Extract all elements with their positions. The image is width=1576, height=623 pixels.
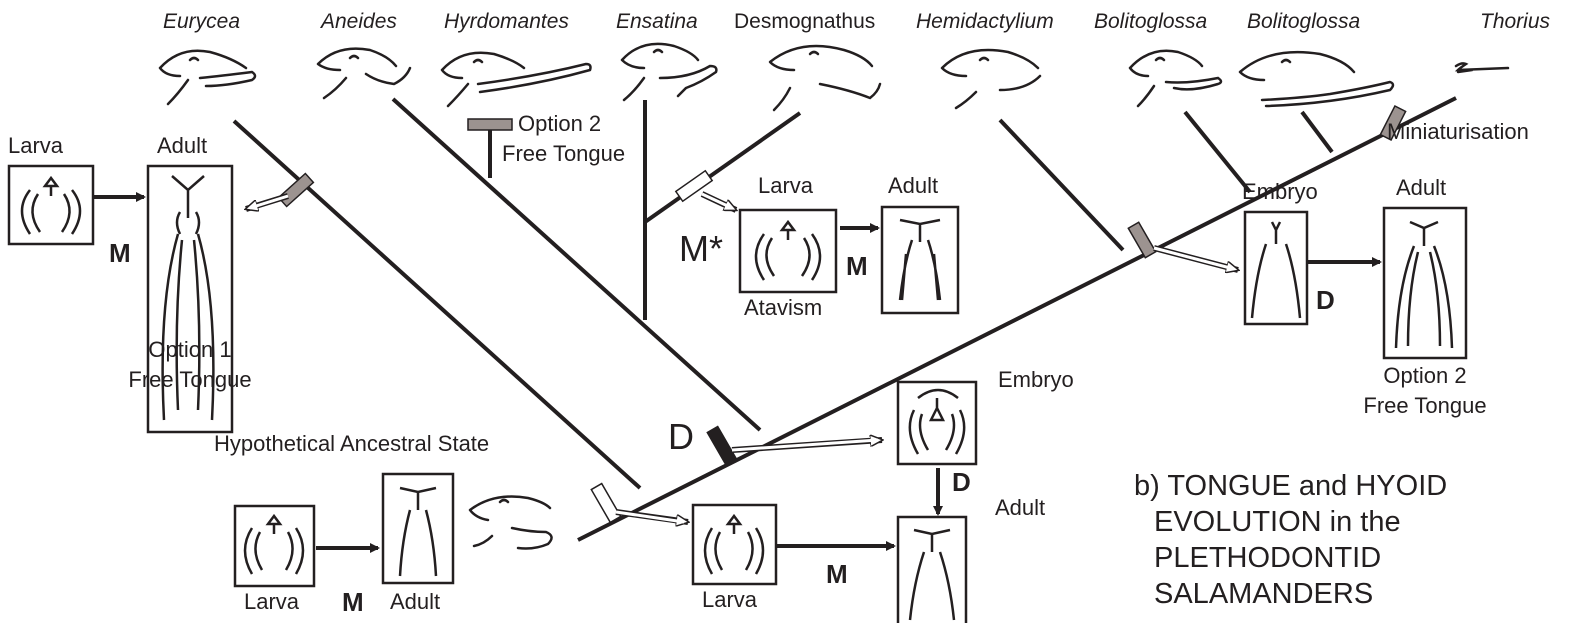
- box-adult-ancestral: [381, 472, 455, 585]
- label-free-tongue-right: Free Tongue: [1363, 393, 1487, 418]
- branch-desmognathus: [643, 111, 802, 224]
- taxon-label-hydromantes: Hyrdomantes: [444, 10, 569, 33]
- box-larva-bottom: [691, 503, 778, 586]
- bar-desmognathus: [674, 169, 714, 203]
- taxon-label-eurycea: Eurycea: [163, 10, 241, 33]
- bar-miniaturisation: [1379, 105, 1407, 141]
- taxon-label-hemidactylium: Hemidactylium: [916, 10, 1054, 33]
- taxon-label-aneides: Aneides: [321, 10, 397, 33]
- head-aneides-icon: [316, 47, 412, 100]
- label-free-tongue-1: Free Tongue: [128, 367, 252, 392]
- head-bolitoglossa-2-icon: [1238, 50, 1395, 108]
- head-hemidactylium-icon: [940, 48, 1042, 110]
- box-adult-desmognathus: [880, 205, 960, 315]
- taxon-label-ensatina: Ensatina: [616, 10, 698, 33]
- head-ensatina-icon: [620, 42, 718, 102]
- salamander-heads: [158, 42, 1510, 550]
- label-larva-topleft: Larva: [8, 133, 64, 158]
- label-miniaturisation: Miniaturisation: [1387, 119, 1529, 144]
- box-adult-topleft: [146, 164, 234, 434]
- label-d-bottom: D: [668, 416, 694, 457]
- caption-line-3: PLETHODONTID: [1154, 542, 1382, 574]
- label-m-ancestral: M: [342, 587, 364, 617]
- label-m-bottom: M: [826, 559, 848, 589]
- stage-arrows: [93, 192, 1382, 553]
- branch-aneides: [391, 97, 762, 432]
- label-adult-right: Adult: [1396, 175, 1447, 200]
- open-arrows-fill: [249, 192, 1235, 524]
- label-atavism: Atavism: [744, 295, 823, 320]
- label-m-star: M*: [679, 228, 723, 269]
- head-hydromantes-icon: [440, 51, 592, 108]
- label-d-vertical: D: [952, 467, 971, 497]
- label-adult-desmognathus: Adult: [888, 173, 939, 198]
- taxon-label-bolitoglossa-2: Bolitoglossa: [1247, 10, 1361, 33]
- label-option1: Option 1: [148, 337, 232, 362]
- label-d-right: D: [1316, 285, 1335, 315]
- label-adult-bottom: Adult: [995, 495, 1046, 520]
- taxon-label-bolitoglossa-1: Bolitoglossa: [1094, 10, 1208, 33]
- bar-embryo-direct: [1127, 221, 1157, 259]
- label-option2-hydromantes: Option 2: [518, 111, 602, 136]
- label-larva-bottom: Larva: [702, 587, 758, 612]
- label-hypothetical-ancestral-state: Hypothetical Ancestral State: [214, 431, 490, 456]
- box-embryo-right: [1243, 210, 1309, 326]
- bar-ancestral: [590, 482, 622, 524]
- label-option2-right: Option 2: [1383, 363, 1467, 388]
- caption-line-2: EVOLUTION in the: [1154, 506, 1401, 538]
- figure-caption: b) TONGUE and HYOID EVOLUTION in the PLE…: [1134, 468, 1447, 612]
- head-bolitoglossa-1-icon: [1128, 49, 1223, 108]
- box-larva-topleft: [7, 164, 95, 246]
- head-desmognathus-icon: [768, 44, 882, 112]
- label-free-tongue-hydromantes: Free Tongue: [502, 141, 626, 166]
- head-ancestral-icon: [468, 495, 553, 550]
- label-adult-topleft: Adult: [157, 133, 208, 158]
- label-larva-atavism: Larva: [758, 173, 814, 198]
- bar-d: [706, 425, 738, 467]
- caption-line-4: SALAMANDERS: [1154, 578, 1374, 610]
- box-adult-bottom: [896, 515, 968, 623]
- branch-hemidactylium: [998, 118, 1125, 252]
- box-larva-atavism: [738, 208, 838, 294]
- taxon-label-desmognathus: Desmognathus: [734, 10, 876, 33]
- label-embryo-right: Embryo: [1242, 179, 1318, 204]
- label-m-desmognathus: M: [846, 251, 868, 281]
- main-stem: [577, 96, 1457, 542]
- label-larva-ancestral: Larva: [244, 589, 300, 614]
- branch-bolitoglossa-2: [1300, 110, 1334, 154]
- label-adult-ancestral: Adult: [390, 589, 441, 614]
- head-eurycea-icon: [158, 49, 257, 106]
- taxon-label-thorius: Thorius: [1480, 10, 1551, 33]
- head-thorius-icon: [1454, 62, 1510, 74]
- box-larva-ancestral: [233, 504, 316, 588]
- stage-boxes: [7, 164, 1468, 623]
- label-embryo-bottom: Embryo: [998, 367, 1074, 392]
- bar-option2-hydromantes: [467, 118, 513, 131]
- branch-bolitoglossa-1: [1183, 110, 1252, 194]
- box-adult-right: [1382, 206, 1468, 360]
- label-m-topleft: M: [109, 238, 131, 268]
- box-embryo-bottom: [896, 380, 978, 466]
- caption-line-1: b) TONGUE and HYOID: [1134, 470, 1448, 502]
